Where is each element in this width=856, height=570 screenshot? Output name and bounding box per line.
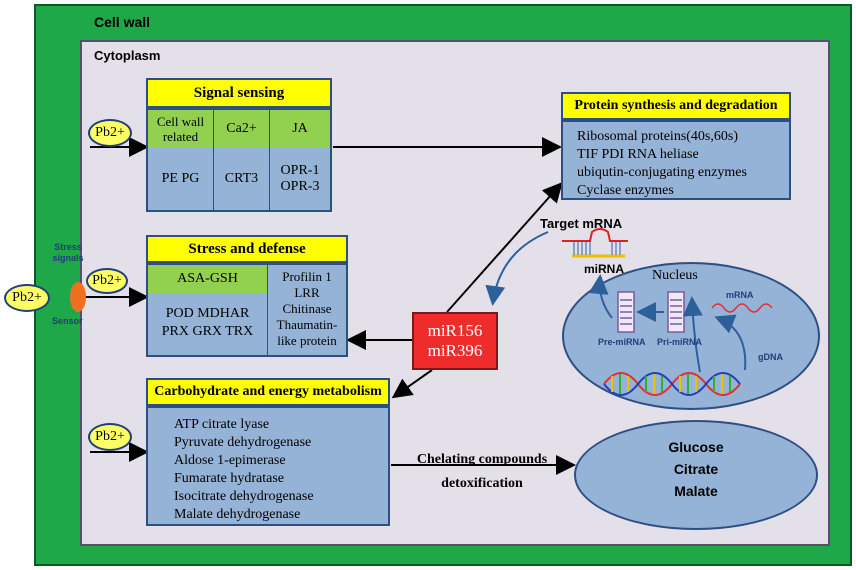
dna-rungs	[611, 374, 731, 394]
carb-item: Fumarate hydratase	[174, 471, 285, 486]
gdna-label: gDNA	[758, 352, 783, 362]
chelating-text: Chelating compounds detoxification	[396, 448, 568, 496]
products-ellipse	[574, 420, 818, 530]
arrow-mirna-carb	[391, 369, 433, 399]
nucleus-mrna-label: mRNA	[726, 290, 754, 300]
pre-mirna-hairpin	[617, 291, 635, 333]
products-list: Glucose Citrate Malate	[574, 436, 818, 502]
signal-sensing-box: Cell wall related Ca2+ JA PE PG CRT3 OPR…	[146, 108, 332, 212]
stress-right-list: Profilin 1 LRR Chitinase Thaumatin- like…	[268, 269, 346, 349]
carbohydrate-box: ATP citrate lyase Pyruvate dehydrogenase…	[146, 406, 390, 526]
protein-item: Cyclase enzymes	[577, 183, 674, 198]
arrow-dna-mrna	[714, 314, 747, 371]
pri-mirna-hairpin	[667, 291, 685, 333]
stress-left-line: POD MDHAR	[165, 306, 250, 321]
chelating-line: Chelating compounds	[416, 452, 548, 467]
pb-ion-bottom: Pb2+	[88, 423, 132, 451]
carbohydrate-title: Carbohydrate and energy metabolism	[146, 378, 390, 406]
mirna-label: miRNA	[584, 262, 625, 276]
signal-col-body: PE PG	[148, 148, 214, 210]
dna-helix-b	[603, 372, 741, 396]
signal-col-header: Cell wall related	[148, 110, 214, 148]
carb-item: Isocitrate dehydrogenase	[174, 489, 314, 504]
arrow-target-curve	[485, 231, 549, 306]
stress-right-item: like protein	[277, 333, 337, 348]
product-item: Citrate	[673, 461, 719, 477]
carb-item: Malate dehydrogenase	[174, 507, 301, 522]
arrow-dna-pri	[682, 296, 703, 373]
mirna-line: miR396	[427, 341, 483, 360]
signal-col-body: CRT3	[214, 148, 270, 210]
mirna-box: miR156 miR396	[412, 312, 498, 370]
stress-right-item: LRR	[294, 285, 320, 300]
stress-defense-title: Stress and defense	[146, 235, 348, 263]
mrna-wave	[711, 303, 773, 313]
pre-mirna-label: Pre-miRNA	[598, 337, 646, 347]
target-mrna-strand	[562, 228, 628, 242]
protein-item: TIF PDI RNA heliase	[577, 147, 699, 162]
pb-ion-top: Pb2+	[88, 119, 132, 147]
arrow-mirna-protein	[446, 182, 563, 313]
chelating-line: detoxification	[441, 476, 523, 491]
protein-box: Ribosomal proteins(40s,60s) TIF PDI RNA …	[561, 120, 791, 200]
stress-left-line: PRX GRX TRX	[161, 324, 254, 339]
stress-right-item: Profilin 1	[282, 269, 332, 284]
signal-col-header: Ca2+	[214, 110, 270, 148]
arrow-pre-cyto	[588, 274, 613, 319]
carb-item: Pyruvate dehydrogenase	[174, 435, 312, 450]
mirna-line: miR156	[427, 321, 483, 340]
target-mrna-label: Target mRNA	[540, 216, 623, 231]
pb-ion-stress: Pb2+	[86, 268, 128, 294]
sensor-label: Sensor	[52, 316, 83, 326]
protein-item: Ribosomal proteins(40s,60s)	[577, 129, 738, 144]
cell-wall-label: Cell wall	[94, 14, 151, 30]
protein-item: ubiqutin-conjugating enzymes	[577, 165, 747, 180]
stress-left-body: POD MDHAR PRX GRX TRX	[148, 293, 268, 355]
product-item: Malate	[674, 483, 718, 499]
product-item: Glucose	[668, 439, 724, 455]
stress-defense-box: ASA-GSH POD MDHAR PRX GRX TRX Profilin 1…	[146, 263, 348, 357]
signal-sensing-title: Signal sensing	[146, 78, 332, 108]
pri-mirna-label: Pri-miRNA	[657, 337, 703, 347]
carb-item: Aldose 1-epimerase	[174, 453, 286, 468]
base-pairs	[573, 242, 621, 255]
stress-right-item: Thaumatin-	[276, 317, 338, 332]
cytoplasm-label: Cytoplasm	[94, 48, 161, 63]
stress-right-item: Chitinase	[282, 301, 332, 316]
pb-ion-left: Pb2+	[4, 284, 50, 312]
stress-signals-label: Stress signals	[52, 242, 84, 263]
protein-title: Protein synthesis and degradation	[561, 92, 791, 120]
signal-col-body: OPR-1 OPR-3	[280, 163, 320, 194]
stress-left-header: ASA-GSH	[148, 265, 268, 293]
signal-col-header: JA	[270, 110, 330, 148]
carb-item: ATP citrate lyase	[174, 417, 270, 432]
nucleus-label: Nucleus	[652, 268, 698, 283]
sensor-icon	[70, 282, 86, 312]
